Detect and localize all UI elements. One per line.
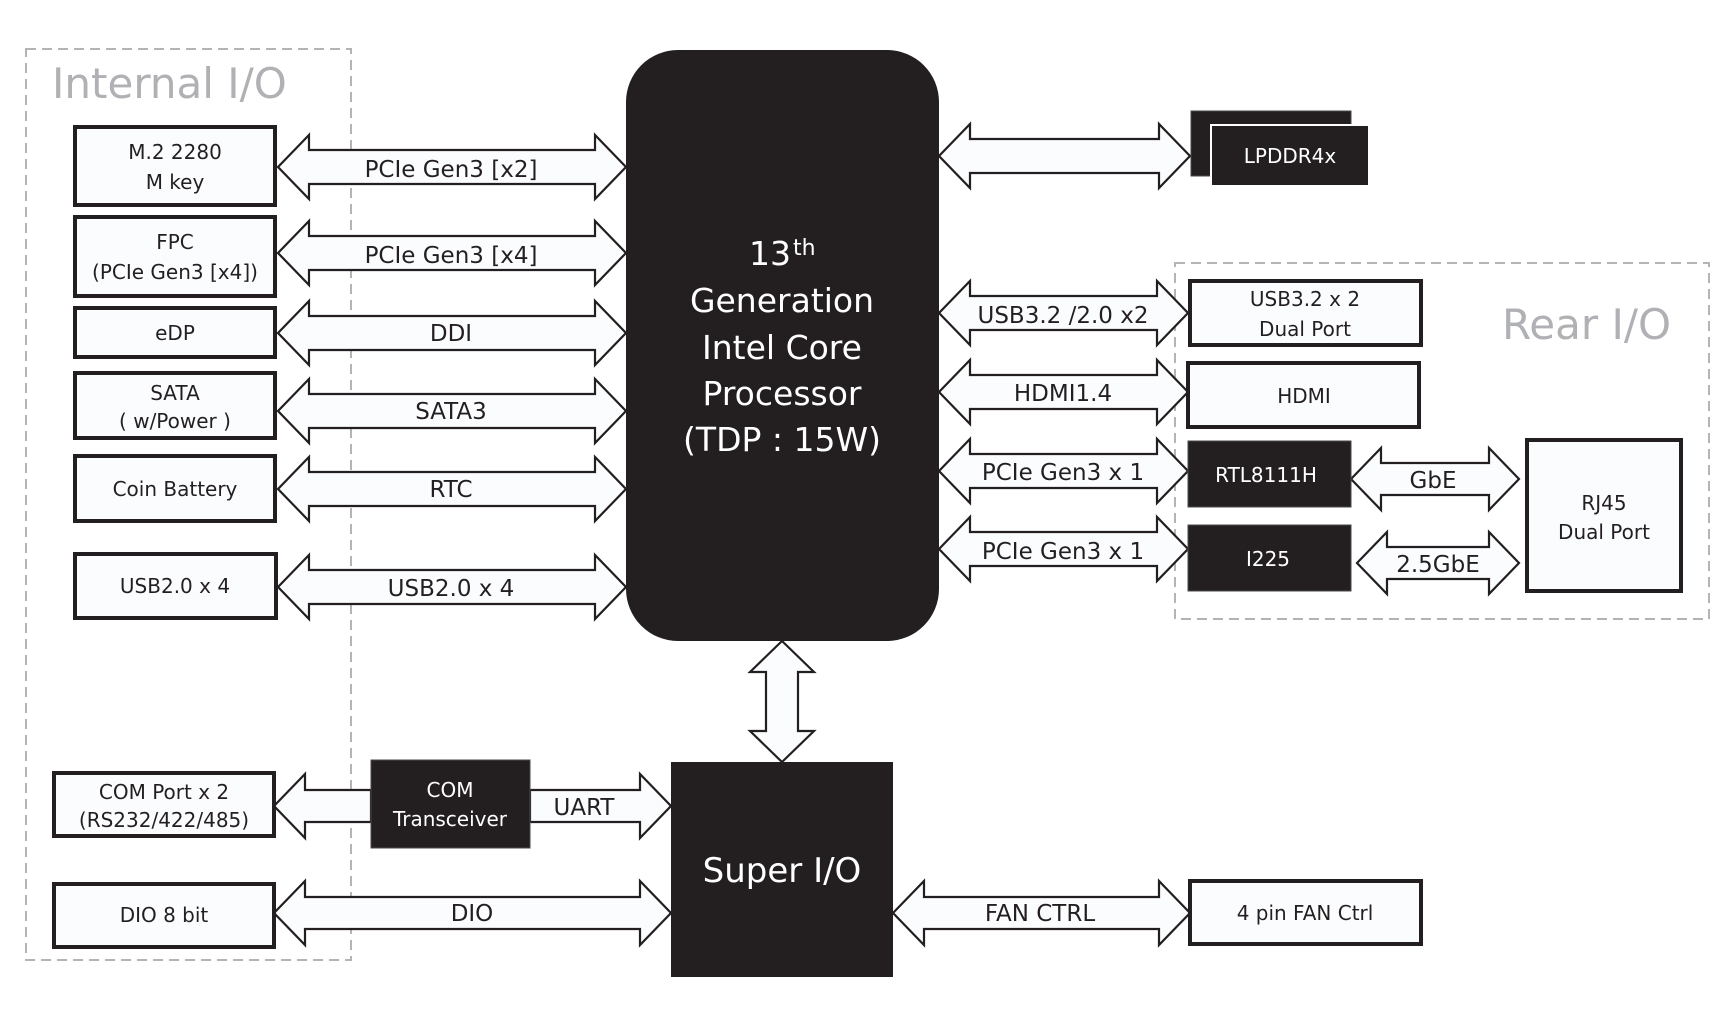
bus-label-dio: DIO <box>451 901 494 927</box>
arrow-uart <box>528 771 673 841</box>
bus-label-i225: PCIe Gen3 x 1 <box>982 539 1144 565</box>
device-box <box>1188 279 1423 347</box>
device-label-line-2: Dual Port <box>1259 317 1351 341</box>
device-dio: DIO 8 bit <box>52 882 276 949</box>
device-box <box>73 454 277 523</box>
device-box <box>1187 440 1352 508</box>
link-label-2-5gbe: 2.5GbE <box>1396 552 1480 578</box>
memory-front-chip <box>1210 124 1370 187</box>
rear-devices: USB3.2 x 2 Dual Port HDMI RTL8111H I225 … <box>1186 279 1683 946</box>
arrow-2-5gbe <box>1355 529 1521 597</box>
device-rj45: RJ45 Dual Port <box>1525 438 1683 593</box>
device-label-line-1: USB2.0 x 4 <box>120 574 230 598</box>
rear-io-border <box>1174 262 1710 620</box>
arrow-memory <box>937 121 1192 191</box>
device-label-line-1: Coin Battery <box>113 477 238 501</box>
device-box <box>1188 879 1423 946</box>
cpu-line-2: Intel Core <box>702 328 862 367</box>
device-label-line-1: SATA <box>150 381 200 405</box>
bus-label-hdmi: HDMI1.4 <box>1014 381 1112 407</box>
device-box <box>52 882 276 949</box>
super-io-shape <box>671 762 893 977</box>
com-transceiver-line-2: Transceiver <box>392 807 508 831</box>
bus-label-fpc: PCIe Gen3 [x4] <box>365 243 538 269</box>
device-label-line-1: USB3.2 x 2 <box>1250 287 1360 311</box>
bus-label-fan: FAN CTRL <box>985 901 1095 927</box>
device-box <box>1187 524 1352 592</box>
device-fan: 4 pin FAN Ctrl <box>1188 879 1423 946</box>
internal-io-title: Internal I/O <box>52 59 287 108</box>
device-usb32: USB3.2 x 2 Dual Port <box>1188 279 1423 347</box>
com-transceiver-line-1: COM <box>427 778 474 802</box>
device-com-port: COM Port x 2 (RS232/422/485) <box>52 771 276 838</box>
device-usb2: USB2.0 x 4 <box>73 552 278 620</box>
bus-label-usb32: USB3.2 /2.0 x2 <box>978 303 1149 329</box>
cpu-gen-number: 13 <box>749 234 791 273</box>
arrow-gbe <box>1349 445 1521 513</box>
device-box <box>73 215 277 298</box>
device-box <box>73 306 277 359</box>
device-label-line-1: DIO 8 bit <box>120 903 209 927</box>
device-edp: eDP <box>73 306 277 359</box>
device-box <box>73 552 278 620</box>
bus-labels: PCIe Gen3 [x2] PCIe Gen3 [x4] DDI SATA3 … <box>365 157 1480 927</box>
bus-label-uart: UART <box>554 795 616 821</box>
cpu-shape <box>626 50 939 641</box>
cpu-block: 13 th Generation Intel Core Processor (T… <box>626 50 939 641</box>
com-transceiver-block: COM Transceiver <box>370 759 531 849</box>
device-label-line-1: I225 <box>1246 547 1290 571</box>
cpu-line-4: (TDP : 15W) <box>683 420 881 459</box>
arrow-cpu-superio <box>747 639 817 764</box>
bus-label-rtl8111h: PCIe Gen3 x 1 <box>982 460 1144 486</box>
link-label-gbe: GbE <box>1410 468 1457 494</box>
cpu-line-3: Processor <box>703 374 862 413</box>
device-label-line-2: M key <box>146 170 205 194</box>
device-label-line-2: (PCIe Gen3 [x4]) <box>92 260 258 284</box>
device-box <box>73 371 277 440</box>
internal-io-border <box>25 48 352 961</box>
rear-io-group: Rear I/O <box>1174 262 1710 620</box>
rear-io-title: Rear I/O <box>1502 300 1671 349</box>
device-i225: I225 <box>1187 524 1352 592</box>
device-box <box>73 125 277 207</box>
memory-block: LPDDR4x <box>1190 110 1370 187</box>
device-label-line-1: M.2 2280 <box>128 140 222 164</box>
internal-devices: M.2 2280 M key FPC (PCIe Gen3 [x4]) eDP … <box>52 125 278 949</box>
cpu-gen-suffix: th <box>793 236 816 261</box>
com-transceiver-shape <box>370 759 531 849</box>
device-label-line-2: Dual Port <box>1558 520 1650 544</box>
bus-label-usb2: USB2.0 x 4 <box>388 576 515 602</box>
device-sata: SATA ( w/Power ) <box>73 371 277 440</box>
connector-arrows <box>272 121 1521 948</box>
device-label-line-1: RJ45 <box>1581 491 1626 515</box>
arrow-com-port <box>272 771 373 841</box>
device-label-line-1: HDMI <box>1277 384 1331 408</box>
device-m2: M.2 2280 M key <box>73 125 277 207</box>
device-coin-battery: Coin Battery <box>73 454 277 523</box>
device-label-line-2: (RS232/422/485) <box>79 808 249 832</box>
device-hdmi: HDMI <box>1186 361 1421 429</box>
internal-io-group: Internal I/O <box>25 48 352 961</box>
device-label-line-2: ( w/Power ) <box>119 409 231 433</box>
bus-label-m2: PCIe Gen3 [x2] <box>365 157 538 183</box>
memory-label: LPDDR4x <box>1244 144 1337 168</box>
cpu-line-1: Generation <box>690 281 874 320</box>
bus-label-sata: SATA3 <box>415 399 487 425</box>
super-io-label: Super I/O <box>703 851 862 891</box>
device-box <box>1525 438 1683 593</box>
device-label-line-1: COM Port x 2 <box>99 780 229 804</box>
device-label-line-1: FPC <box>156 230 194 254</box>
super-io-block: Super I/O <box>671 762 893 977</box>
device-box <box>1186 361 1421 429</box>
device-box <box>52 771 276 838</box>
device-label-line-1: 4 pin FAN Ctrl <box>1237 901 1374 925</box>
device-rtl8111h: RTL8111H <box>1187 440 1352 508</box>
device-fpc: FPC (PCIe Gen3 [x4]) <box>73 215 277 298</box>
bus-label-edp: DDI <box>430 321 472 347</box>
device-label-line-1: RTL8111H <box>1215 463 1317 487</box>
device-label-line-1: eDP <box>155 321 195 345</box>
bus-label-rtc: RTC <box>429 477 472 503</box>
